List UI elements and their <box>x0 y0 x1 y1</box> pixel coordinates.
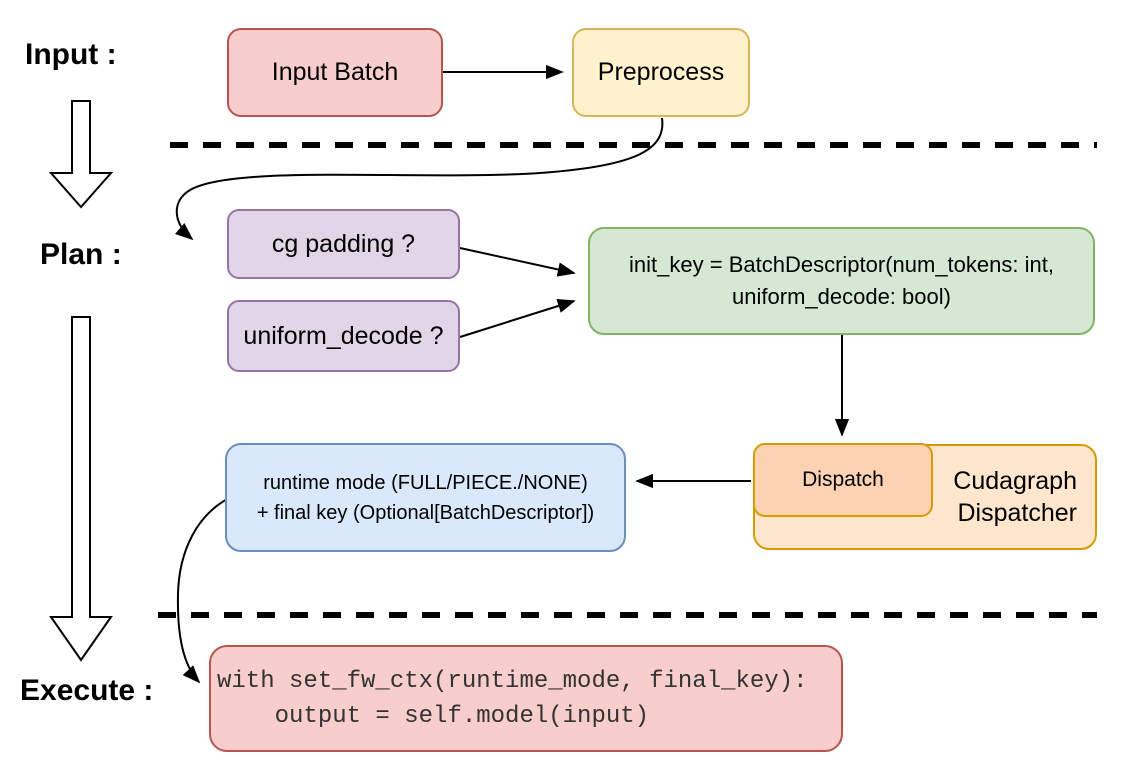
node-preprocess-label: Preprocess <box>597 58 725 86</box>
node-uniform-decode-label: uniform_decode ? <box>243 321 444 350</box>
node-execute-code: with set_fw_ctx(runtime_mode, final_key)… <box>209 645 843 752</box>
input-to-plan-arrow <box>48 100 114 209</box>
arrow-runtimemode-to-execute <box>176 496 232 684</box>
node-uniform-decode: uniform_decode ? <box>227 300 460 372</box>
arrow-uniformdecode-to-initkey <box>459 299 576 338</box>
arrow-cgpadding-to-initkey <box>459 247 576 277</box>
node-cudagraph-dispatcher-line1: Cudagraph <box>953 467 1077 495</box>
plan-to-execute-arrow <box>49 316 113 662</box>
node-cg-padding: cg padding ? <box>227 209 460 279</box>
node-runtime-mode-line2: + final key (Optional[BatchDescriptor]) <box>256 501 595 524</box>
arrow-preprocess-to-cgpadding <box>174 117 664 241</box>
stage-label-plan: Plan : <box>40 238 122 271</box>
node-execute-code-line1: with set_fw_ctx(runtime_mode, final_key)… <box>217 667 808 695</box>
node-dispatch: Dispatch <box>753 443 933 517</box>
node-runtime-mode-line1: runtime mode (FULL/PIECE./NONE) <box>263 471 588 494</box>
stage-label-execute: Execute : <box>20 674 154 707</box>
node-runtime-mode: runtime mode (FULL/PIECE./NONE) + final … <box>225 443 626 552</box>
node-init-key-line2: uniform_decode: bool) <box>732 284 951 309</box>
node-cg-padding-label: cg padding ? <box>271 229 416 258</box>
stage-label-input: Input : <box>25 38 117 71</box>
node-init-key-line1: init_key = BatchDescriptor(num_tokens: i… <box>629 252 1054 277</box>
node-preprocess: Preprocess <box>572 28 750 117</box>
node-dispatch-label: Dispatch <box>802 468 884 491</box>
node-cudagraph-dispatcher-line2: Dispatcher <box>957 499 1078 527</box>
node-init-key: init_key = BatchDescriptor(num_tokens: i… <box>588 227 1095 335</box>
node-input-batch: Input Batch <box>227 28 443 117</box>
node-execute-code-line2: output = self.model(input) <box>217 702 650 730</box>
node-input-batch-label: Input Batch <box>271 58 399 86</box>
